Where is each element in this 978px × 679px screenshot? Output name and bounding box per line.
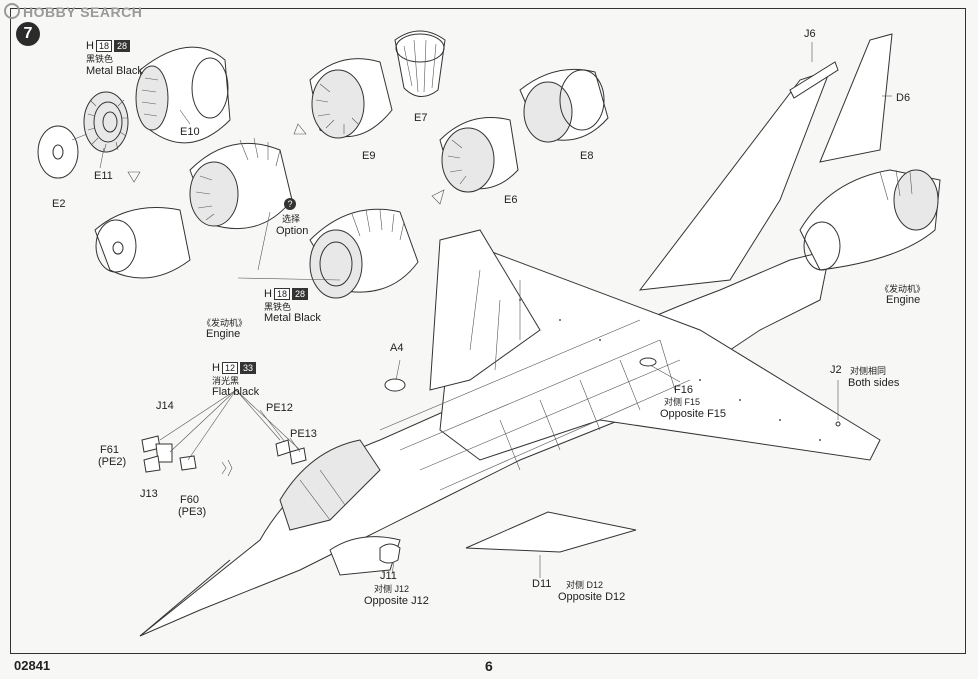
part-e8-ring — [519, 68, 609, 143]
option-en: Option — [276, 225, 309, 237]
label-e9: E9 — [362, 150, 376, 162]
part-d11-fin — [465, 511, 637, 578]
part-e10-nozzle — [135, 46, 231, 144]
label-f16: F16 — [674, 384, 693, 396]
label-j14: J14 — [156, 400, 174, 412]
label-j13: J13 — [140, 488, 158, 500]
option-cn: 选择 — [282, 214, 301, 224]
label-e2: E2 — [52, 198, 66, 210]
label-e8: E8 — [580, 150, 594, 162]
label-d12-en: Opposite D12 — [558, 591, 626, 603]
label-pe12: PE12 — [266, 402, 293, 414]
label-j2: J2 — [830, 364, 842, 376]
label-e6: E6 — [504, 194, 518, 206]
watermark: HOBBY SEARCH — [4, 3, 142, 20]
label-f60: F60 — [180, 494, 199, 506]
part-e9-ring — [309, 58, 393, 139]
label-pe3: (PE3) — [178, 506, 207, 518]
engine-right-en: Engine — [886, 294, 921, 306]
engine-right-cn: 《发动机》 — [880, 284, 926, 294]
paint-cn-top: 黑铁色 — [86, 54, 114, 64]
assembly-arrows — [127, 123, 445, 477]
engine-assembly-left — [94, 137, 293, 279]
paint-en-top: Metal Black — [86, 65, 143, 77]
engine-left-cn: 《发动机》 — [202, 318, 248, 328]
label-j6: J6 — [804, 28, 816, 40]
paint-num2: 28 — [113, 40, 130, 52]
option-question-icon: ? — [284, 198, 296, 210]
paint-num1: 18 — [95, 40, 112, 52]
paint-callout-mid: H 18 28 — [264, 288, 308, 300]
step-number-badge: 7 — [16, 22, 40, 46]
paint-en-mid: Metal Black — [264, 312, 321, 324]
part-d6-fin — [819, 33, 893, 163]
leader-lines — [99, 95, 892, 281]
part-e2-disc — [37, 125, 93, 179]
paint-cn-flat: 消光黑 — [212, 376, 240, 386]
label-j2-cn: 对侧相同 — [850, 366, 887, 376]
part-j6-rail — [789, 42, 839, 99]
label-f61: F61 — [100, 444, 119, 456]
label-a4: A4 — [390, 342, 404, 354]
label-j11: J11 — [380, 570, 397, 582]
label-pe13: PE13 — [290, 428, 317, 440]
label-e7: E7 — [414, 112, 428, 124]
page-number: 6 — [485, 658, 493, 674]
label-d12-cn: 对侧 D12 — [566, 580, 604, 590]
paint-en-flat: Flat black — [212, 386, 260, 398]
label-e10: E10 — [180, 126, 200, 138]
product-code: 02841 — [14, 658, 51, 673]
paint-cn-mid: 黑铁色 — [264, 302, 292, 312]
label-d11: D11 — [532, 578, 552, 590]
label-f15-cn: 对侧 F15 — [664, 397, 701, 407]
engine-left-en: Engine — [206, 328, 241, 340]
hobby-search-logo-icon — [4, 3, 20, 19]
engine-option — [309, 208, 419, 299]
label-f15-en: Opposite F15 — [660, 408, 727, 420]
paint-callout-flat: H 12 33 — [212, 362, 256, 374]
part-e6-ring — [439, 117, 519, 193]
label-j12-cn: 对侧 J12 — [374, 584, 410, 594]
aircraft-fuselage — [139, 69, 941, 637]
part-e7-cone — [394, 30, 446, 97]
label-pe2: (PE2) — [98, 456, 127, 468]
label-j12-en: Opposite J12 — [364, 595, 429, 607]
label-e11: E11 — [94, 170, 113, 182]
paint-callout-top: H 18 28 — [86, 40, 130, 52]
label-d6: D6 — [896, 92, 911, 104]
label-j2-en: Both sides — [848, 377, 900, 389]
page-frame — [10, 8, 966, 654]
part-e11-turbine — [83, 91, 129, 153]
small-parts-group — [141, 357, 841, 575]
